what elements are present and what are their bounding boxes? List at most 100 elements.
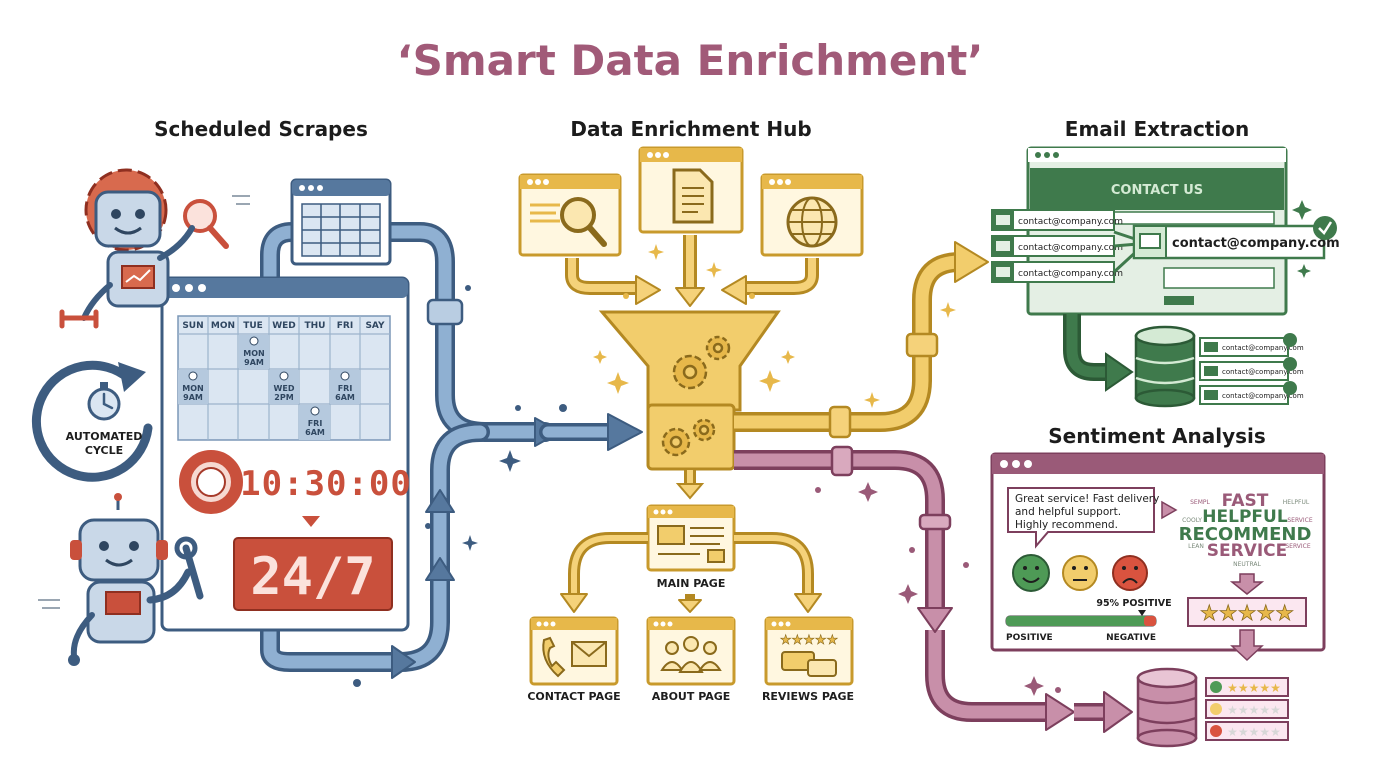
sentiment-window: Great service! Fast delivery and helpful… bbox=[990, 452, 1326, 652]
contact-page-label: CONTACT PAGE bbox=[527, 690, 620, 703]
calendar-event: MON 9AM bbox=[178, 370, 208, 404]
calendar-day: SAY bbox=[365, 321, 385, 331]
calendar-window: SUN MON TUE WED THU FRI SAY MON 9AM MON … bbox=[160, 276, 412, 632]
reviews-page-label: REVIEWS PAGE bbox=[762, 690, 854, 703]
svg-text:SERVICE: SERVICE bbox=[1207, 541, 1288, 561]
svg-text:2PM: 2PM bbox=[274, 393, 293, 402]
svg-text:MON: MON bbox=[243, 349, 264, 358]
section-title-hub: Data Enrichment Hub bbox=[570, 117, 811, 141]
clock-icon bbox=[188, 371, 198, 381]
svg-text:contact@company.com: contact@company.com bbox=[1018, 243, 1123, 253]
calendar-day: MON bbox=[211, 321, 235, 331]
calendar-event: FRI 6AM bbox=[299, 405, 330, 440]
svg-text:CYCLE: CYCLE bbox=[85, 444, 123, 457]
svg-text:9AM: 9AM bbox=[244, 358, 264, 367]
check-icon bbox=[1283, 357, 1297, 371]
about-page-window bbox=[646, 616, 736, 686]
review-text-1: Great service! Fast delivery bbox=[1015, 493, 1159, 505]
email-records: contact@company.com contact@company.com … bbox=[1199, 333, 1304, 405]
neutral-face-icon bbox=[1062, 555, 1098, 591]
calendar-day-headers: SUN MON TUE WED THU FRI SAY bbox=[182, 321, 385, 331]
email-tag: contact@company.com bbox=[991, 209, 1123, 231]
yellow-feed-arrows bbox=[565, 235, 819, 307]
calendar-event: FRI 6AM bbox=[330, 370, 360, 404]
phone-icon bbox=[542, 636, 566, 678]
arrow-down-icon bbox=[302, 516, 320, 527]
section-title-sentiment: Sentiment Analysis bbox=[1048, 424, 1266, 448]
green-arrow bbox=[1063, 314, 1134, 392]
main-page-label: MAIN PAGE bbox=[657, 577, 726, 590]
page-title: ‘Smart Data Enrichment’ bbox=[397, 36, 984, 85]
calendar-day: SUN bbox=[182, 321, 203, 331]
sentiment-records: ★★★★★ ★★★★★ ★★★★★ bbox=[1205, 677, 1289, 741]
robot-wrench-icon bbox=[38, 493, 204, 666]
happy-face-icon bbox=[1210, 681, 1222, 693]
positive-label: POSITIVE bbox=[1006, 633, 1053, 643]
document-window bbox=[638, 146, 744, 234]
svg-text:contact@company.com: contact@company.com bbox=[1172, 236, 1340, 251]
svg-text:FRI: FRI bbox=[308, 419, 323, 428]
calendar-day: WED bbox=[272, 321, 296, 331]
always-on-badge bbox=[233, 537, 393, 611]
magnifier-icon bbox=[560, 197, 596, 233]
svg-text:LEAN: LEAN bbox=[1188, 543, 1204, 550]
clock-icon bbox=[249, 336, 259, 346]
svg-text:FAST: FAST bbox=[1222, 491, 1269, 511]
section-title-email: Email Extraction bbox=[1065, 117, 1249, 141]
blue-pipes bbox=[260, 222, 643, 679]
yellow-pipe-to-email bbox=[734, 241, 989, 439]
svg-text:MON: MON bbox=[182, 384, 203, 393]
svg-text:SERVICE: SERVICE bbox=[1287, 517, 1313, 524]
enrichment-funnel bbox=[593, 244, 956, 471]
sentiment-bar-fill bbox=[1006, 616, 1149, 626]
svg-text:contact@company.com: contact@company.com bbox=[1018, 269, 1123, 279]
svg-text:AUTOMATED: AUTOMATED bbox=[66, 430, 143, 443]
main-page-window bbox=[646, 504, 736, 572]
robot-gear-icon bbox=[59, 168, 250, 329]
contact-us-banner: CONTACT US bbox=[1111, 183, 1203, 198]
clock-icon bbox=[310, 406, 320, 416]
envelope-icon bbox=[1139, 233, 1161, 249]
svg-text:9AM: 9AM bbox=[183, 393, 203, 402]
svg-text:contact@company.com: contact@company.com bbox=[1222, 392, 1304, 400]
about-page-label: ABOUT PAGE bbox=[652, 690, 731, 703]
check-icon bbox=[1283, 381, 1297, 395]
schedule-table-window bbox=[290, 178, 392, 266]
sad-face-icon bbox=[1112, 555, 1148, 591]
sentiment-bar-negative bbox=[1144, 616, 1156, 626]
reviews-page-window: ★★★★★ bbox=[764, 616, 854, 686]
svg-text:COOLY: COOLY bbox=[1182, 517, 1202, 524]
svg-text:SEMPL: SEMPL bbox=[1190, 499, 1210, 506]
clock-icon bbox=[279, 371, 289, 381]
happy-face-icon bbox=[1012, 554, 1050, 592]
clock-icon bbox=[340, 371, 350, 381]
email-tag: contact@company.com bbox=[991, 261, 1123, 283]
svg-text:6AM: 6AM bbox=[305, 428, 325, 437]
team-icon bbox=[660, 636, 722, 673]
stars-icon: ★★★★★ bbox=[780, 633, 838, 648]
svg-text:HELPFUL: HELPFUL bbox=[1283, 499, 1310, 506]
yellow-branch-arrows bbox=[560, 532, 822, 613]
envelope-icon bbox=[996, 241, 1010, 251]
purple-pipe-to-sentiment bbox=[734, 445, 1133, 733]
svg-text:RECOMMEND: RECOMMEND bbox=[1179, 524, 1312, 545]
svg-text:NEUTRAL: NEUTRAL bbox=[1233, 561, 1261, 568]
svg-text:★★★★★: ★★★★★ bbox=[1227, 681, 1281, 695]
svg-text:SERVICE: SERVICE bbox=[1285, 543, 1311, 550]
gear-icon bbox=[661, 335, 731, 457]
automated-cycle: AUTOMATED CYCLE bbox=[31, 360, 153, 482]
wrench-icon bbox=[59, 309, 99, 329]
globe-window bbox=[760, 173, 864, 257]
extracted-email: contact@company.com bbox=[1132, 216, 1340, 260]
svg-text:WED: WED bbox=[274, 384, 295, 393]
magnifier-icon bbox=[183, 199, 217, 233]
envelope-icon bbox=[996, 215, 1010, 225]
negative-label: NEGATIVE bbox=[1106, 633, 1156, 643]
calendar-day: TUE bbox=[243, 321, 263, 331]
svg-text:contact@company.com: contact@company.com bbox=[1018, 217, 1123, 227]
stopwatch-icon bbox=[87, 382, 121, 421]
svg-text:contact@company.com: contact@company.com bbox=[1222, 344, 1304, 352]
digital-clock: 10:30:00 bbox=[240, 464, 412, 504]
check-badge-icon bbox=[1313, 216, 1337, 240]
